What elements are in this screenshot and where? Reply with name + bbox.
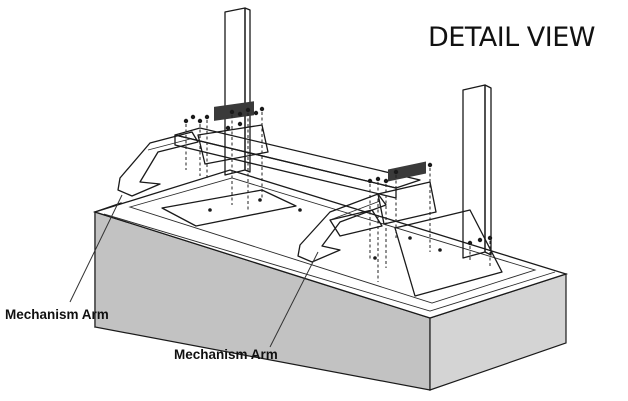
right-motor-housing bbox=[377, 181, 437, 225]
right-motor-cylinder bbox=[388, 161, 426, 182]
cabinet-base bbox=[92, 169, 569, 391]
right-base-plate bbox=[394, 209, 503, 297]
right-mechanism-arm bbox=[297, 193, 387, 263]
cabinet-recess bbox=[128, 177, 537, 304]
cabinet-top bbox=[92, 169, 569, 319]
left-base-plate bbox=[161, 189, 297, 227]
mounting-plates bbox=[161, 189, 503, 297]
alignment-lines bbox=[185, 112, 491, 282]
right-post-side bbox=[484, 84, 492, 256]
left-mechanism-arm bbox=[117, 131, 199, 197]
center-bracket bbox=[329, 209, 383, 237]
diagram-title: DETAIL VIEW bbox=[428, 22, 595, 53]
left-motor-housing bbox=[197, 124, 269, 165]
callout-label-left: Mechanism Arm bbox=[5, 307, 109, 322]
fasteners bbox=[183, 106, 493, 260]
callout-leaders bbox=[69, 194, 319, 348]
right-arm-body bbox=[297, 193, 387, 263]
cabinet-bevel-line bbox=[103, 213, 556, 312]
callout-label-right: Mechanism Arm bbox=[174, 347, 278, 362]
left-arm-body bbox=[117, 131, 199, 197]
